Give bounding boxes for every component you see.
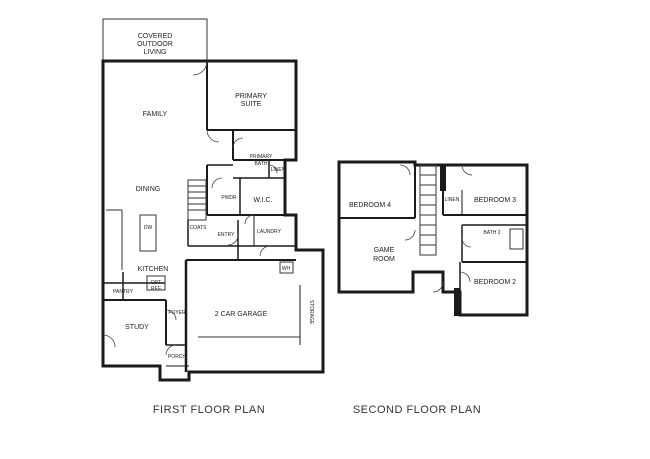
dw-label: DW	[144, 225, 153, 231]
laundry-label: LAUNDRY	[257, 229, 281, 235]
pantry-label: PANTRY	[113, 289, 133, 295]
primary-bath-label-2: BATH	[255, 161, 268, 167]
garage-label: 2 CAR GARAGE	[215, 311, 268, 318]
covered-outdoor-label-2: OUTDOOR	[137, 41, 173, 48]
opt-ref-label-1: OPT	[151, 280, 161, 286]
covered-outdoor-label-3: LIVING	[144, 49, 167, 56]
coats-label: COATS	[190, 225, 208, 231]
bedroom3-label: BEDROOM 3	[474, 197, 516, 204]
second-floor-plan: BEDROOM 4 LINEN BEDROOM 3 GAME ROOM BATH…	[337, 160, 529, 317]
bedroom2-label: BEDROOM 2	[474, 279, 516, 286]
primary-suite-label-1: PRIMARY	[235, 93, 267, 100]
column-block	[440, 165, 446, 191]
second-floor-caption: SECOND FLOOR PLAN	[353, 404, 481, 416]
foyer-label: FOYER	[168, 310, 186, 316]
storage-label: STORAGE	[308, 300, 314, 325]
first-floor-interior-walls	[103, 61, 301, 373]
second-linen-label: LINEN	[445, 197, 460, 203]
first-floor-plan: COVERED OUTDOOR LIVING FAMILY PRIMARY SU…	[101, 18, 325, 382]
second-floor-labels: BEDROOM 4 LINEN BEDROOM 3 GAME ROOM BATH…	[349, 197, 516, 286]
bedroom4-label: BEDROOM 4	[349, 202, 391, 209]
column-block	[454, 288, 460, 316]
primary-bath-label-1: PRIMARY	[250, 154, 273, 160]
wic-label: W.I.C.	[253, 197, 272, 204]
primary-suite-label-2: SUITE	[241, 101, 262, 108]
first-floor-doors	[102, 60, 278, 356]
first-floor-labels: COVERED OUTDOOR LIVING FAMILY PRIMARY SU…	[113, 33, 314, 360]
study-label: STUDY	[125, 324, 149, 331]
second-floor-doors	[399, 164, 473, 293]
opt-ref-label-2: REF	[151, 286, 161, 292]
dining-label: DINING	[136, 186, 161, 193]
porch-label: PORCH	[168, 354, 186, 360]
first-floor-outer-wall	[101, 59, 325, 382]
game-room-label-1: GAME	[374, 247, 395, 254]
wh-label: WH	[282, 266, 291, 272]
covered-outdoor-label-1: COVERED	[138, 33, 173, 40]
kitchen-label: KITCHEN	[138, 266, 169, 273]
entry-label: ENTRY	[218, 232, 236, 238]
pwdr-label: PWDR	[221, 195, 237, 201]
game-room-label-2: ROOM	[373, 256, 395, 263]
family-label: FAMILY	[143, 111, 168, 118]
linen-label: LINEN	[271, 167, 286, 173]
first-floor-caption: FIRST FLOOR PLAN	[153, 404, 265, 416]
bath2-label: BATH 2	[483, 230, 500, 236]
